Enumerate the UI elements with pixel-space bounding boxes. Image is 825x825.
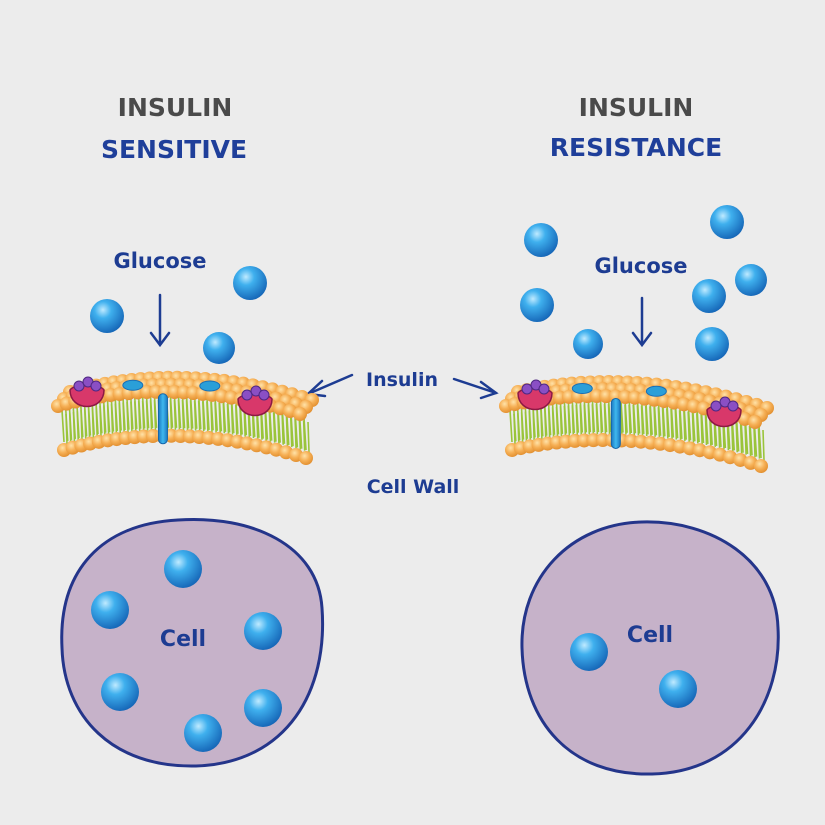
glucose-molecule-icon — [570, 633, 608, 671]
right-outside-glucose — [520, 205, 767, 361]
membrane-channel-icon — [157, 393, 168, 445]
glucose-molecule-icon — [203, 332, 235, 364]
right-title-line2: RESISTANCE — [550, 133, 722, 162]
right-down-arrow-icon — [631, 296, 653, 348]
glucose-molecule-icon — [659, 670, 697, 708]
glucose-molecule-icon — [573, 329, 603, 359]
glucose-molecule-icon — [101, 673, 139, 711]
glucose-molecule-icon — [244, 612, 282, 650]
membrane-channel-icon — [122, 379, 144, 391]
glucose-molecule-icon — [233, 266, 267, 300]
cell-wall-label: Cell Wall — [367, 476, 460, 498]
glucose-molecule-icon — [91, 591, 129, 629]
glucose-molecule-icon — [692, 279, 726, 313]
left-outside-glucose — [90, 266, 267, 364]
right-glucose-label: Glucose — [594, 254, 687, 278]
membrane-channel-icon — [571, 383, 593, 395]
insulin-receptor-icon — [706, 396, 742, 428]
glucose-molecule-icon — [520, 288, 554, 322]
double-arrow-icon — [305, 373, 499, 400]
left-glucose-label: Glucose — [113, 249, 206, 273]
membrane-channel-icon — [199, 380, 221, 392]
left-title-line2: SENSITIVE — [101, 135, 247, 164]
insulin-receptor-icon — [69, 376, 105, 408]
insulin-receptor-icon — [237, 385, 273, 417]
glucose-molecule-icon — [184, 714, 222, 752]
right-cell-membrane — [499, 375, 774, 473]
glucose-molecule-icon — [710, 205, 744, 239]
right-cell-label: Cell — [627, 623, 673, 648]
left-down-arrow-icon — [149, 293, 171, 348]
right-title-line1: INSULIN — [579, 93, 694, 122]
lipid-heads-bottom — [505, 433, 768, 473]
left-cell-membrane — [51, 370, 319, 465]
insulin-label: Insulin — [366, 369, 438, 391]
glucose-molecule-icon — [164, 550, 202, 588]
glucose-molecule-icon — [735, 264, 767, 296]
glucose-molecule-icon — [244, 689, 282, 727]
lipid-tails — [509, 400, 765, 461]
glucose-molecule-icon — [90, 299, 124, 333]
left-title-line1: INSULIN — [118, 93, 233, 122]
glucose-molecule-icon — [524, 223, 558, 257]
left-cell-label: Cell — [160, 627, 206, 652]
insulin-receptor-icon — [517, 379, 553, 411]
left-cell-glucose — [91, 550, 282, 752]
membrane-channel-icon — [610, 397, 621, 449]
right-cell-body — [520, 520, 780, 776]
membrane-channel-icon — [645, 385, 667, 397]
right-cell-glucose — [570, 633, 697, 708]
glucose-molecule-icon — [695, 327, 729, 361]
